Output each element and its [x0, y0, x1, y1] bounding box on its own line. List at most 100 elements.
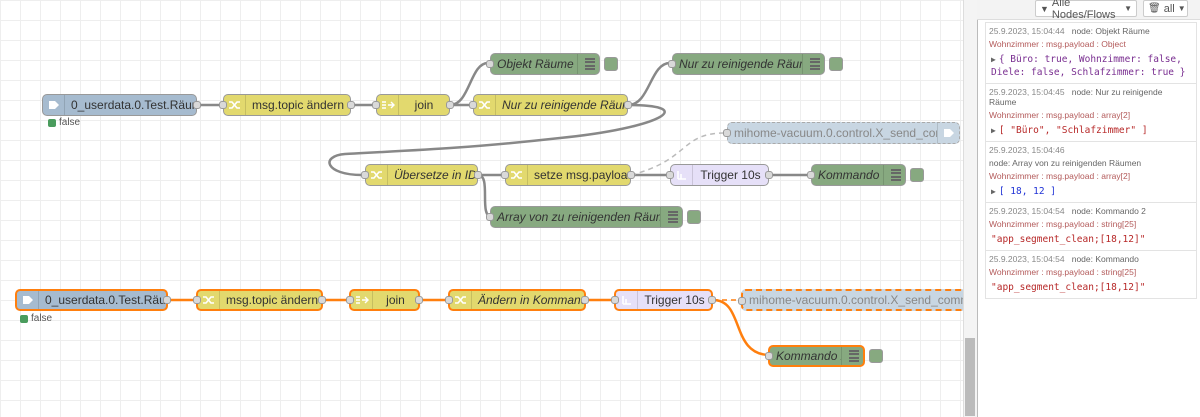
- filter-dropdown[interactable]: ▼ Alle Nodes/Flows ▼: [1035, 0, 1137, 21]
- change-node[interactable]: Ändern in Kommando: [445, 289, 589, 311]
- debug-list-icon: [660, 207, 682, 227]
- input-port[interactable]: [611, 296, 619, 304]
- output-port[interactable]: [474, 171, 482, 179]
- send-command-node[interactable]: mihome-vacuum.0.control.X_send_command: [738, 289, 963, 311]
- debug-toggle-button[interactable]: [604, 57, 618, 71]
- node-label: Nur zu reinigende Räume: [679, 57, 802, 71]
- change-node[interactable]: Nur zu reinigende Räume: [469, 94, 632, 116]
- clear-dropdown[interactable]: 🗑 all ▼: [1143, 0, 1188, 17]
- debug-message-list[interactable]: 25.9.2023, 15:04:44 node: Objekt Räume W…: [985, 22, 1197, 299]
- input-port[interactable]: [723, 129, 731, 137]
- inject-node[interactable]: 0_userdata.0.Test.Räume.*: [42, 94, 201, 116]
- input-port[interactable]: [486, 60, 494, 68]
- payload[interactable]: ▶{ Büro: true, Wohnzimmer: false, Diele:…: [991, 54, 1186, 78]
- debug-node[interactable]: Array von zu reinigenden Räumen: [486, 206, 683, 228]
- join-node[interactable]: join: [346, 289, 423, 311]
- input-port[interactable]: [738, 297, 746, 305]
- node-label: Kommando 2: [776, 349, 841, 363]
- debug-node[interactable]: Objekt Räume: [486, 53, 600, 75]
- change-node[interactable]: setze msg.payload: [501, 164, 635, 186]
- node-label: 0_userdata.0.Test.Räume.*: [45, 293, 166, 307]
- debug-toggle-button[interactable]: [869, 349, 883, 363]
- input-port[interactable]: [666, 171, 674, 179]
- input-port[interactable]: [469, 101, 477, 109]
- input-port[interactable]: [445, 296, 453, 304]
- shuffle-icon: [450, 291, 472, 309]
- input-port[interactable]: [765, 352, 773, 360]
- debug-message[interactable]: 25.9.2023, 15:04:44 node: Objekt Räume W…: [985, 22, 1197, 83]
- node-label: 0_userdata.0.Test.Räume.*: [71, 98, 196, 112]
- debug-list-icon: [841, 347, 863, 365]
- debug-node[interactable]: Kommando 2: [765, 345, 865, 367]
- input-port[interactable]: [193, 296, 201, 304]
- trigger-node[interactable]: Trigger 10s: [666, 164, 773, 186]
- debug-toggle-button[interactable]: [829, 57, 843, 71]
- caret-down-icon: ▼: [1124, 4, 1132, 13]
- input-port[interactable]: [486, 213, 494, 221]
- debug-node[interactable]: Kommando: [807, 164, 906, 186]
- debug-message[interactable]: 25.9.2023, 15:04:54 node: Kommando 2 Woh…: [985, 202, 1197, 250]
- output-port[interactable]: [347, 101, 355, 109]
- input-port[interactable]: [501, 171, 509, 179]
- wire-dashed: [630, 132, 726, 176]
- node-label: Ändern in Kommando: [478, 293, 584, 307]
- output-port[interactable]: [708, 296, 716, 304]
- shuffle-icon: [366, 165, 388, 185]
- debug-node[interactable]: Nur zu reinigende Räume: [668, 53, 825, 75]
- debug-toggle-button[interactable]: [910, 168, 924, 182]
- debug-list-icon: [577, 54, 599, 74]
- canvas-scrollbar[interactable]: [963, 0, 978, 417]
- flow-canvas[interactable]: 0_userdata.0.Test.Räume.* false msg.topi…: [0, 0, 963, 417]
- wire: [328, 103, 666, 177]
- node-label: Kommando: [818, 168, 880, 182]
- input-port[interactable]: [346, 296, 354, 304]
- debug-message[interactable]: 25.9.2023, 15:04:46 node: Array von zu r…: [985, 141, 1197, 202]
- payload[interactable]: ▶[ "Büro", "Schlafzimmer" ]: [991, 125, 1148, 136]
- input-port[interactable]: [372, 101, 380, 109]
- output-port[interactable]: [765, 171, 773, 179]
- filter-icon: ▼: [1040, 3, 1049, 14]
- send-command-node[interactable]: mihome-vacuum.0.control.X_send_command: [723, 122, 960, 144]
- payload[interactable]: "app_segment_clean;[18,12]": [991, 282, 1146, 293]
- change-node[interactable]: msg.topic ändern: [193, 289, 326, 311]
- payload[interactable]: ▶[ 18, 12 ]: [991, 186, 1057, 197]
- scrollbar-thumb[interactable]: [965, 338, 975, 416]
- output-port[interactable]: [415, 296, 423, 304]
- inject-icon: [17, 291, 39, 309]
- shuffle-icon: [506, 165, 528, 185]
- inject-node[interactable]: 0_userdata.0.Test.Räume.*: [15, 289, 171, 311]
- input-port[interactable]: [668, 60, 676, 68]
- debug-list-icon: [883, 165, 905, 185]
- payload[interactable]: "app_segment_clean;[18,12]": [991, 234, 1146, 245]
- output-port[interactable]: [193, 101, 201, 109]
- node-status: false: [20, 313, 52, 324]
- node-label: msg.topic ändern: [252, 98, 345, 112]
- debug-toggle-button[interactable]: [687, 210, 701, 224]
- expand-icon[interactable]: ▶: [991, 55, 996, 64]
- output-port[interactable]: [318, 296, 326, 304]
- output-port[interactable]: [581, 296, 589, 304]
- wire: [627, 61, 671, 107]
- node-label: Objekt Räume: [497, 57, 574, 71]
- input-port[interactable]: [219, 101, 227, 109]
- node-label: setze msg.payload: [534, 168, 630, 182]
- output-port[interactable]: [627, 171, 635, 179]
- node-label: Trigger 10s: [644, 293, 705, 307]
- trigger-node[interactable]: Trigger 10s: [611, 289, 716, 311]
- node-label: Nur zu reinigende Räume: [502, 98, 627, 112]
- join-node[interactable]: join: [372, 94, 454, 116]
- debug-message[interactable]: 25.9.2023, 15:04:45 node: Nur zu reinige…: [985, 83, 1197, 141]
- output-port[interactable]: [163, 296, 171, 304]
- change-node[interactable]: Übersetze in IDs: [361, 164, 482, 186]
- node-label: join: [386, 293, 405, 307]
- expand-icon[interactable]: ▶: [991, 126, 996, 135]
- change-node[interactable]: msg.topic ändern: [219, 94, 355, 116]
- node-label: Trigger 10s: [700, 168, 761, 182]
- debug-message[interactable]: 25.9.2023, 15:04:54 node: Kommando Wohnz…: [985, 250, 1197, 299]
- output-port[interactable]: [446, 101, 454, 109]
- expand-icon[interactable]: ▶: [991, 187, 996, 196]
- output-arrow-icon: [937, 123, 959, 143]
- output-port[interactable]: [624, 101, 632, 109]
- input-port[interactable]: [361, 171, 369, 179]
- input-port[interactable]: [807, 171, 815, 179]
